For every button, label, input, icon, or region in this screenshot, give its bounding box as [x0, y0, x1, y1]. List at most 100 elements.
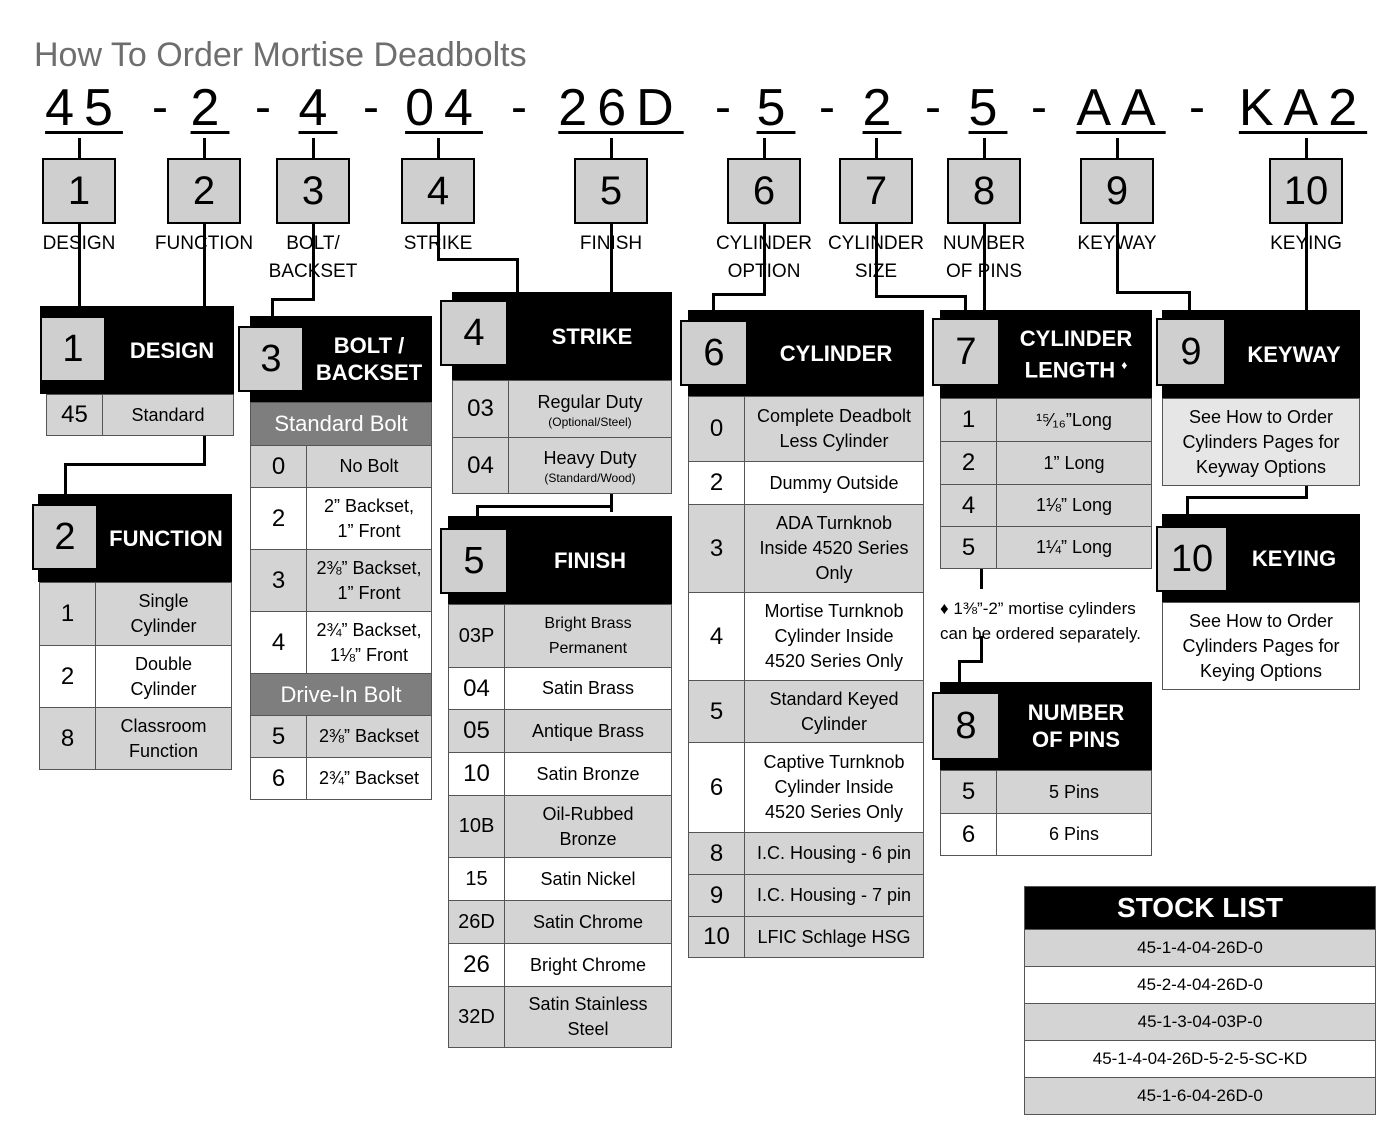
connector [763, 224, 766, 296]
option-code: 2 [251, 488, 307, 549]
table-row: 6 2¾” Backset [251, 757, 431, 799]
position-box-5: 5 [574, 158, 648, 224]
option-code: 4 [251, 612, 307, 673]
connector [712, 293, 715, 311]
option-code: 2 [941, 442, 997, 484]
option-text: Satin Chrome [532, 911, 644, 932]
bolt-number: 3 [238, 326, 304, 392]
code-dash: - [925, 81, 941, 134]
connector [1116, 138, 1119, 160]
cylinder-title: CYLINDER [779, 340, 893, 366]
option-code: 10 [689, 917, 745, 957]
code-segment-cylinder: 5 [756, 79, 796, 137]
design-table: 1 DESIGN [40, 306, 234, 394]
cylinder-number: 6 [680, 320, 748, 386]
option-code: 8 [40, 708, 96, 769]
option-code: 2 [689, 462, 745, 504]
table-row: 9 I.C. Housing - 7 pin [689, 874, 923, 916]
code-dash: - [1189, 81, 1205, 134]
table-row: 6 6 Pins [941, 813, 1151, 855]
connector [983, 224, 986, 311]
connector [980, 567, 983, 589]
connector [964, 295, 967, 311]
connector [437, 224, 440, 260]
option-code: 3 [251, 550, 307, 611]
option-text: I.C. Housing - 6 pin [756, 843, 912, 863]
table-row: 15 Satin Nickel [449, 857, 671, 900]
connector [610, 490, 613, 512]
table-row: 2 2” Backset,1” Front [251, 487, 431, 549]
connector [78, 138, 81, 160]
connector [958, 660, 961, 684]
table-row: 26D Satin Chrome [449, 900, 671, 943]
table-row: 05 Antique Brass [449, 709, 671, 752]
finish-table: 5 FINISH [440, 516, 672, 604]
option-text: 1⅛” Long [1035, 495, 1113, 515]
position-box-6: 6 [727, 158, 801, 224]
option-text: Standard [131, 404, 205, 425]
bolt-header: 3 BOLT /BACKSET [238, 316, 432, 402]
connector [712, 293, 766, 296]
option-code: 6 [689, 743, 745, 832]
option-text: Regular Duty(Optional/Steel) [537, 391, 643, 429]
connector [1186, 496, 1308, 499]
bolt-table: 3 BOLT /BACKSET [238, 316, 432, 402]
stock-item: 45-2-4-04-26D-0 [1025, 966, 1375, 1003]
connector [610, 138, 613, 160]
connector [437, 138, 440, 160]
design-rows: 45 Standard [46, 394, 234, 436]
connector [203, 224, 206, 316]
table-row: 5 5 Pins [941, 771, 1151, 813]
option-code: 5 [941, 771, 997, 813]
code-segment-function: 2 [190, 79, 230, 137]
option-text: 2⅜” Backset [318, 726, 420, 746]
option-code: 4 [941, 485, 997, 526]
standard-bolt-heading: Standard Bolt [251, 403, 431, 445]
table-row: 5 1¼” Long [941, 526, 1151, 568]
option-code: 04 [453, 438, 509, 493]
code-segment-bolt: 4 [298, 79, 338, 137]
table-row: 04 Satin Brass [449, 667, 671, 709]
option-code: 10B [449, 796, 505, 857]
connector [476, 505, 613, 508]
connector [1188, 291, 1191, 311]
table-row: 10 LFIC Schlage HSG [689, 916, 923, 957]
connector [958, 660, 983, 663]
connector [875, 138, 878, 160]
option-text: 2” Backset,1” Front [323, 495, 415, 541]
connector [875, 224, 878, 298]
page-title: How To Order Mortise Deadbolts [34, 36, 527, 74]
function-table: 2 FUNCTION [32, 494, 232, 582]
option-code: 4 [689, 593, 745, 680]
table-row: 0 No Bolt [251, 445, 431, 487]
code-dash: - [1031, 81, 1047, 134]
connector [763, 138, 766, 160]
option-code: 32D [449, 987, 505, 1047]
stock-item: 45-1-6-04-26D-0 [1025, 1077, 1375, 1114]
option-text: I.C. Housing - 7 pin [756, 885, 912, 905]
position-box-4: 4 [401, 158, 475, 224]
position-box-7: 7 [839, 158, 913, 224]
connector [1116, 224, 1119, 294]
connector [1305, 224, 1308, 311]
keyway-number: 9 [1156, 318, 1226, 386]
option-text: ¹⁵⁄₁₆”Long [1036, 409, 1112, 430]
position-box-2: 2 [167, 158, 241, 224]
connector [1305, 138, 1308, 160]
table-row: 03 Regular Duty(Optional/Steel) [453, 381, 671, 437]
bolt-rows: Standard Bolt 0 No Bolt 2 2” Backset,1” … [250, 402, 432, 800]
cylinder-length-number: 7 [932, 318, 1000, 386]
table-row: 5 2⅜” Backset [251, 715, 431, 757]
